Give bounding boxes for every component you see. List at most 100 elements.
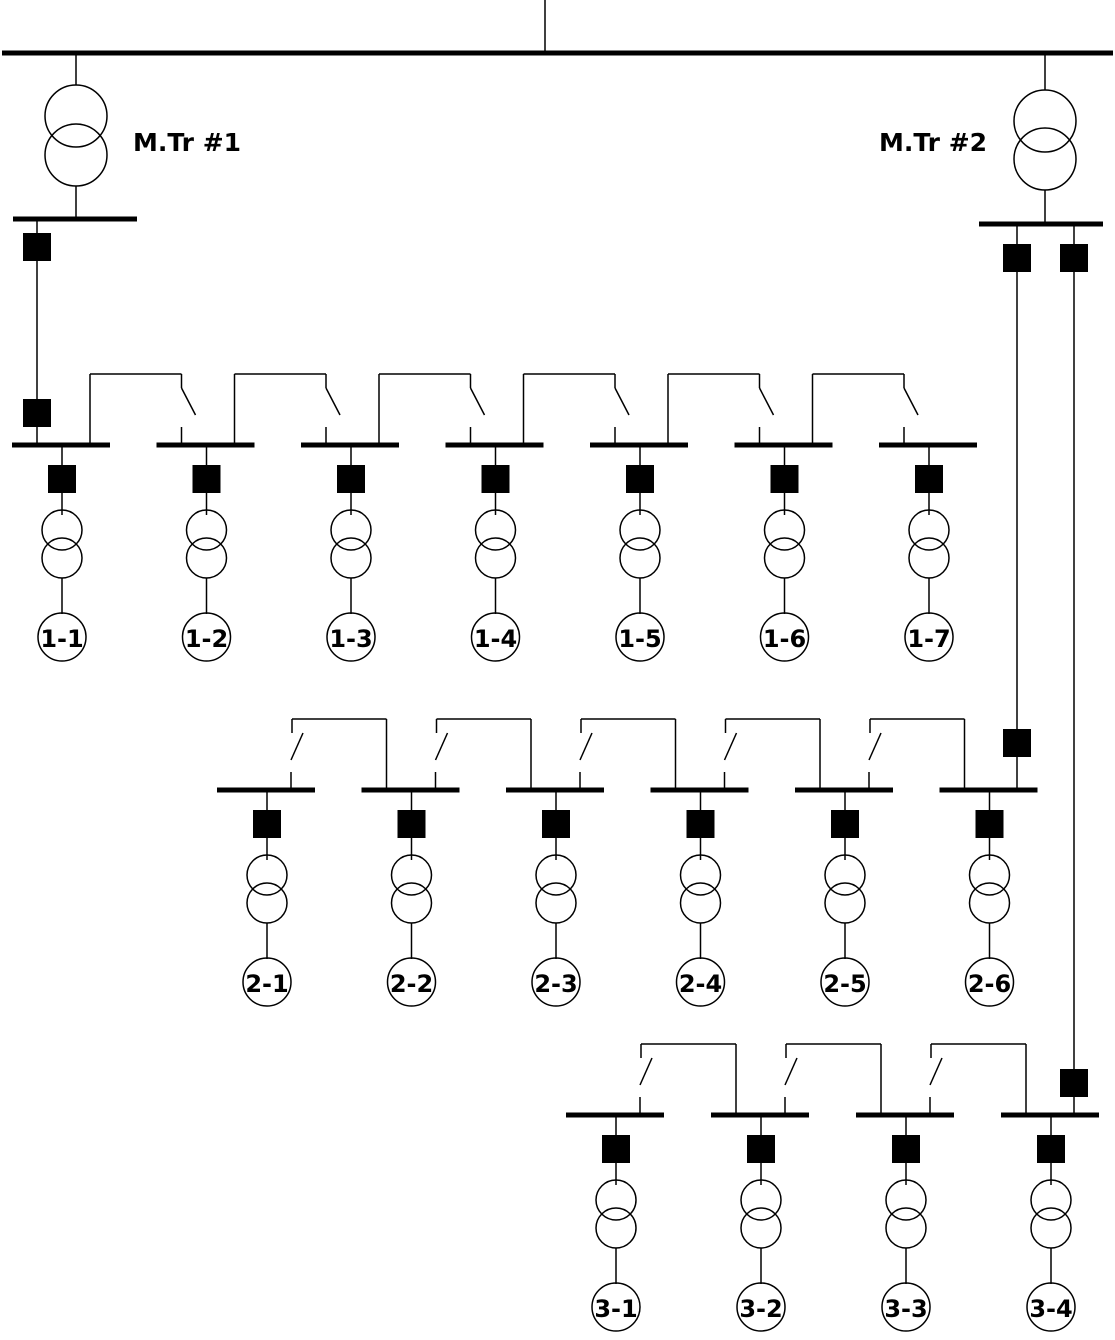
row1-group: 1-1 1-2 1-3 1-4 1-5 1-6 1-7: [12, 373, 977, 662]
breaker: [686, 810, 715, 838]
feeder-1-3: 1-3: [301, 442, 399, 662]
distribution-rows: 1-1 1-2 1-3 1-4 1-5 1-6 1-7 2-1 2-2 2-3 2-4 2-5 2-6 3…: [12, 373, 1099, 1332]
feeder-3-2: 3-2: [711, 1112, 809, 1332]
transformer-secondary-winding: [619, 537, 661, 579]
tie-switch: [723, 718, 821, 788]
feeder-1-7: 1-7: [879, 442, 977, 662]
transformer-secondary-winding: [763, 537, 806, 579]
tie-switch: [290, 718, 388, 788]
main-transformer-1: [44, 55, 108, 219]
row2-group: 2-1 2-2 2-3 2-4 2-5 2-6: [217, 718, 1038, 1007]
transformer-secondary-winding: [390, 882, 433, 924]
transformer-primary-winding: [330, 509, 372, 551]
transformer-primary-winding: [619, 509, 661, 551]
breaker: [253, 810, 281, 838]
tie-switch: [378, 373, 486, 443]
breaker-row1-in: [23, 399, 51, 427]
load-node: [904, 612, 954, 662]
transformer-primary-winding: [679, 854, 722, 896]
transformer-secondary-winding: [41, 537, 83, 579]
load-label: 3-2: [739, 1295, 782, 1323]
feeder-1-1: 1-1: [12, 442, 110, 662]
tie-switch: [929, 1043, 1027, 1113]
transformer-secondary-winding: [330, 537, 372, 579]
transformer-secondary-winding: [595, 1207, 637, 1249]
transformer-secondary-winding: [185, 537, 228, 579]
load-label: 2-6: [968, 970, 1011, 998]
load-label: 1-4: [474, 625, 517, 653]
tie-switch: [579, 718, 677, 788]
transformer-primary-winding: [1030, 1179, 1072, 1221]
feeder-3-3: 3-3: [856, 1112, 954, 1332]
transformer-2-feeders: [979, 221, 1103, 1115]
breaker: [602, 1135, 630, 1163]
transformer-primary-winding: [740, 1179, 782, 1221]
transformer-secondary-winding: [968, 882, 1011, 924]
transformer-primary-winding: [474, 509, 517, 551]
load-node: [37, 612, 87, 662]
breaker-mtr1-out: [23, 233, 51, 261]
transformer-secondary-winding: [474, 537, 517, 579]
feeder-2-3: 2-3: [506, 787, 604, 1007]
transformer-secondary-winding: [740, 1207, 782, 1249]
transformer-primary-winding: [824, 854, 866, 896]
tie-switch: [233, 373, 341, 443]
main-bus: [2, 0, 1113, 56]
transformer-primary-winding: [968, 854, 1011, 896]
transformer-primary-winding: [908, 509, 950, 551]
load-node: [675, 957, 726, 1007]
load-node: [759, 612, 810, 662]
transformer-secondary-winding: [824, 882, 866, 924]
tie-switch: [784, 1043, 882, 1113]
load-node: [964, 957, 1015, 1007]
load-node: [386, 957, 437, 1007]
load-label: 1-7: [907, 625, 950, 653]
transformer-1-feeder: [13, 216, 137, 445]
breaker: [626, 465, 654, 493]
load-label: 1-1: [40, 625, 83, 653]
breaker: [770, 465, 799, 493]
load-node: [242, 957, 292, 1007]
load-label: 2-1: [245, 970, 288, 998]
load-node: [881, 1282, 931, 1332]
feeder-1-4: 1-4: [445, 442, 544, 662]
transformer-secondary-winding: [246, 882, 288, 924]
breaker: [481, 465, 510, 493]
load-node: [1026, 1282, 1076, 1332]
transformer-label-2: M.Tr #2: [879, 128, 987, 157]
load-node: [820, 957, 870, 1007]
breaker-mtr2-out-b: [1060, 244, 1088, 272]
breaker: [892, 1135, 920, 1163]
feeder-1-2: 1-2: [156, 442, 255, 662]
load-node: [531, 957, 581, 1007]
tie-switch: [639, 1043, 737, 1113]
transformer-primary-winding: [595, 1179, 637, 1221]
load-label: 1-5: [618, 625, 661, 653]
tie-switch: [811, 373, 919, 443]
breaker: [831, 810, 859, 838]
load-label: 2-2: [390, 970, 433, 998]
breaker: [48, 465, 76, 493]
breaker: [1037, 1135, 1065, 1163]
transformer-secondary-winding: [535, 882, 577, 924]
feeder-1-5: 1-5: [590, 442, 688, 662]
feeder-2-2: 2-2: [361, 787, 460, 1007]
transformer-primary-winding: [390, 854, 433, 896]
load-label: 3-3: [884, 1295, 927, 1323]
breaker-mtr2-out-a: [1003, 244, 1031, 272]
load-node: [736, 1282, 786, 1332]
transformer-primary-winding: [885, 1179, 927, 1221]
load-node: [470, 612, 521, 662]
breaker: [542, 810, 570, 838]
load-node: [326, 612, 376, 662]
load-label: 2-4: [679, 970, 722, 998]
load-label: 1-6: [763, 625, 806, 653]
breaker: [397, 810, 426, 838]
feeder-2-5: 2-5: [795, 787, 893, 1007]
tie-switch: [868, 718, 966, 788]
transformer-primary-winding: [41, 509, 83, 551]
load-node: [181, 612, 232, 662]
breaker: [747, 1135, 775, 1163]
